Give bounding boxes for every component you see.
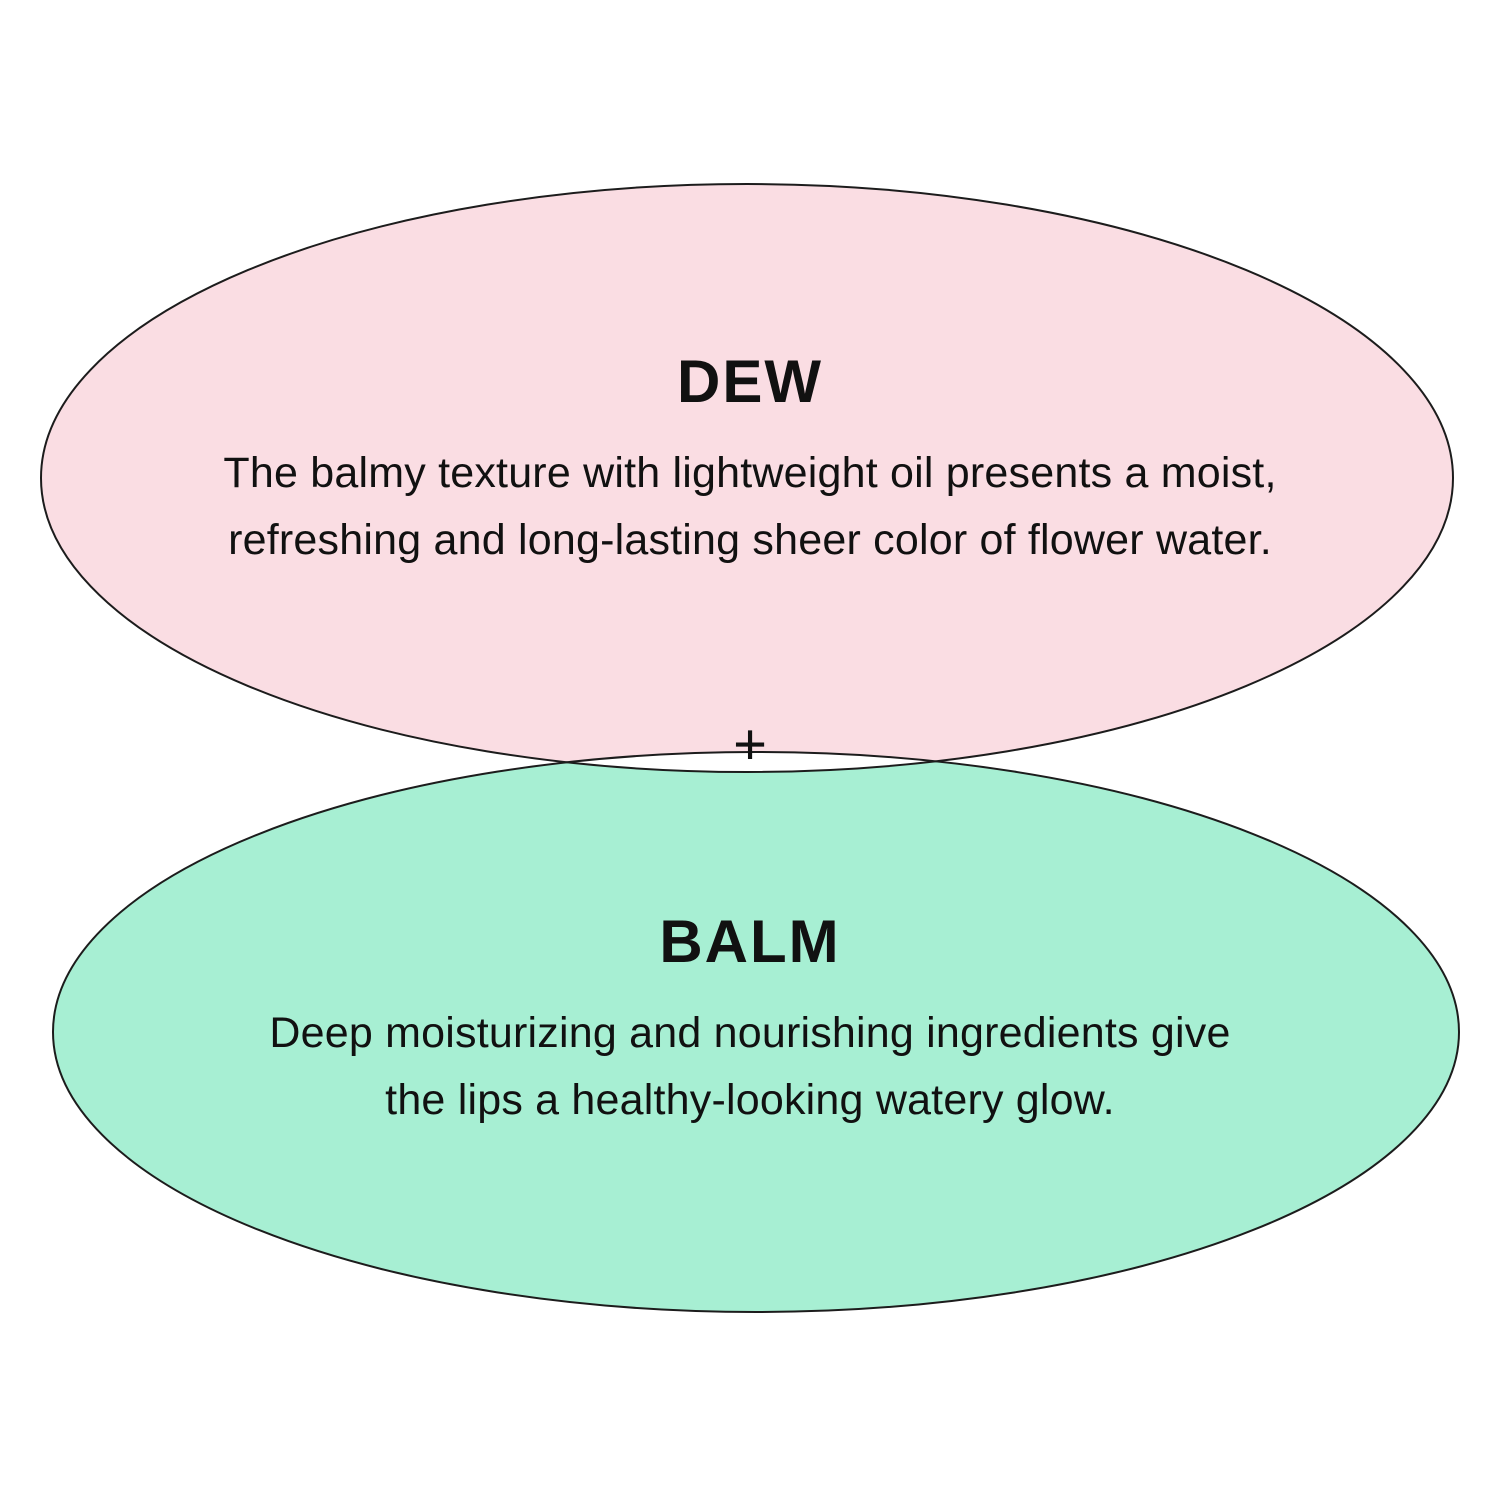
balm-description-line-1: Deep moisturizing and nourishing ingredi… [269,1009,1231,1057]
dew-description-line-2: refreshing and long-lasting sheer color … [228,515,1272,564]
balm-label-block: BALM Deep moisturizing and nourishing in… [0,912,1500,1133]
balm-ellipse [53,752,1459,1312]
dew-ellipse-outline [40,183,1454,773]
dew-description-line-1: The balmy texture with lightweight oil p… [223,449,1277,497]
dew-title: DEW [677,348,823,415]
dew-label-block: DEW The balmy texture with lightweight o… [0,352,1500,573]
balm-title: BALM [659,908,841,975]
dew-ellipse [41,184,1453,772]
balm-description-line-2: the lips a healthy-looking watery glow. [385,1075,1115,1124]
balm-ellipse-outline [52,751,1460,1313]
plus-sign: + [733,712,767,777]
